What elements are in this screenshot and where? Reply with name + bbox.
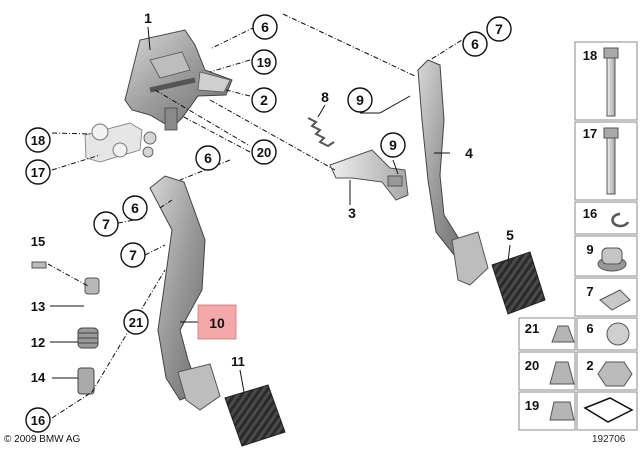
pedal-bracket — [124, 29, 233, 131]
callout-13-label: 13 — [31, 299, 45, 314]
brake-pedal — [149, 175, 221, 411]
callout-11-label: 11 — [231, 354, 245, 369]
bushing-6-icon — [606, 322, 630, 346]
callout-8-label: 8 — [321, 89, 329, 105]
bolt-18-icon — [603, 47, 619, 117]
diagram-id: 192706 — [592, 434, 626, 445]
callout-9b: 9 — [380, 132, 406, 158]
callout-9b-label: 9 — [389, 137, 397, 153]
callout-2-label: 2 — [260, 92, 268, 108]
panel-9-label: 9 — [586, 242, 593, 257]
callout-15-label: 15 — [31, 234, 45, 249]
bolt-17-icon — [603, 127, 619, 195]
callout-8: 8 — [321, 89, 329, 105]
callout-3-label: 3 — [348, 205, 356, 221]
clutch-sensor-assembly — [84, 122, 157, 163]
callout-7c: 7 — [120, 242, 146, 268]
callout-3: 3 — [348, 205, 356, 221]
callout-5-label: 5 — [506, 227, 514, 243]
grommet-9-icon — [597, 247, 627, 272]
callout-1: 1 — [144, 10, 152, 26]
copyright-notice: © 2009 BMW AG — [4, 434, 81, 445]
callout-13: 13 — [31, 299, 45, 314]
callout-12-label: 12 — [31, 335, 45, 350]
callout-7a-label: 7 — [495, 21, 503, 37]
panel-17-label: 17 — [583, 126, 597, 141]
callout-14: 14 — [31, 370, 46, 385]
callout-6c: 6 — [195, 145, 221, 171]
callout-10: 10 — [197, 304, 237, 340]
callout-6d: 6 — [122, 195, 148, 221]
callout-18-label: 18 — [31, 133, 45, 148]
callout-18: 18 — [25, 127, 51, 153]
callout-6a: 6 — [252, 14, 278, 40]
callout-6b-label: 6 — [471, 36, 479, 52]
callout-19: 19 — [251, 49, 277, 75]
clutch-pedal-pad — [491, 251, 546, 315]
support-bracket — [329, 149, 409, 201]
return-spring — [307, 117, 335, 148]
callout-7c-label: 7 — [129, 247, 137, 263]
callout-10-label: 10 — [209, 315, 225, 331]
callout-9a: 9 — [347, 87, 373, 113]
panel-21-label: 21 — [525, 321, 539, 336]
clip-16-icon — [611, 212, 630, 228]
callout-19-label: 19 — [257, 55, 271, 70]
callout-21: 21 — [123, 309, 149, 335]
callout-21-label: 21 — [129, 315, 143, 330]
clutch-pedal — [417, 59, 489, 286]
callout-9a-label: 9 — [356, 92, 364, 108]
panel-16-label: 16 — [583, 206, 597, 221]
spring-stack — [31, 261, 100, 395]
callout-17-label: 17 — [31, 165, 45, 180]
panel-19-label: 19 — [525, 398, 539, 413]
callout-7b: 7 — [93, 211, 119, 237]
panel-20-label: 20 — [525, 358, 539, 373]
panel-6-label: 6 — [586, 321, 593, 336]
nut-20-icon — [549, 361, 575, 385]
callout-17: 17 — [25, 159, 51, 185]
callout-1-label: 1 — [144, 10, 152, 26]
callout-4-label: 4 — [465, 145, 473, 161]
clip-nut-7-icon — [599, 289, 631, 311]
hex-nut-2-icon — [597, 361, 633, 387]
callout-14-label: 14 — [31, 370, 46, 385]
callout-7a: 7 — [486, 16, 512, 42]
parts-panel: 18 17 16 9 7 21 6 20 — [518, 41, 638, 431]
panel-7-label: 7 — [586, 284, 593, 299]
leader-lines — [47, 13, 511, 419]
callout-6a-label: 6 — [261, 19, 269, 35]
nut-21-icon — [551, 325, 575, 343]
callout-20: 20 — [251, 139, 277, 165]
callout-20-label: 20 — [257, 145, 271, 160]
callout-6d-label: 6 — [131, 200, 139, 216]
callout-6c-label: 6 — [204, 150, 212, 166]
callout-5: 5 — [506, 227, 514, 243]
callout-4: 4 — [465, 145, 473, 161]
callout-2: 2 — [251, 87, 277, 113]
arrow-icon — [583, 397, 634, 423]
callout-11: 11 — [231, 354, 245, 369]
panel-18-label: 18 — [583, 48, 597, 63]
callout-12: 12 — [31, 335, 45, 350]
callout-15: 15 — [31, 234, 45, 249]
nut-19-icon — [549, 401, 575, 421]
callout-16-label: 16 — [31, 413, 45, 428]
callout-6b: 6 — [462, 31, 488, 57]
callout-7b-label: 7 — [102, 216, 110, 232]
callout-16: 16 — [25, 407, 51, 433]
brake-pedal-pad — [224, 384, 286, 447]
panel-2-label: 2 — [586, 358, 593, 373]
